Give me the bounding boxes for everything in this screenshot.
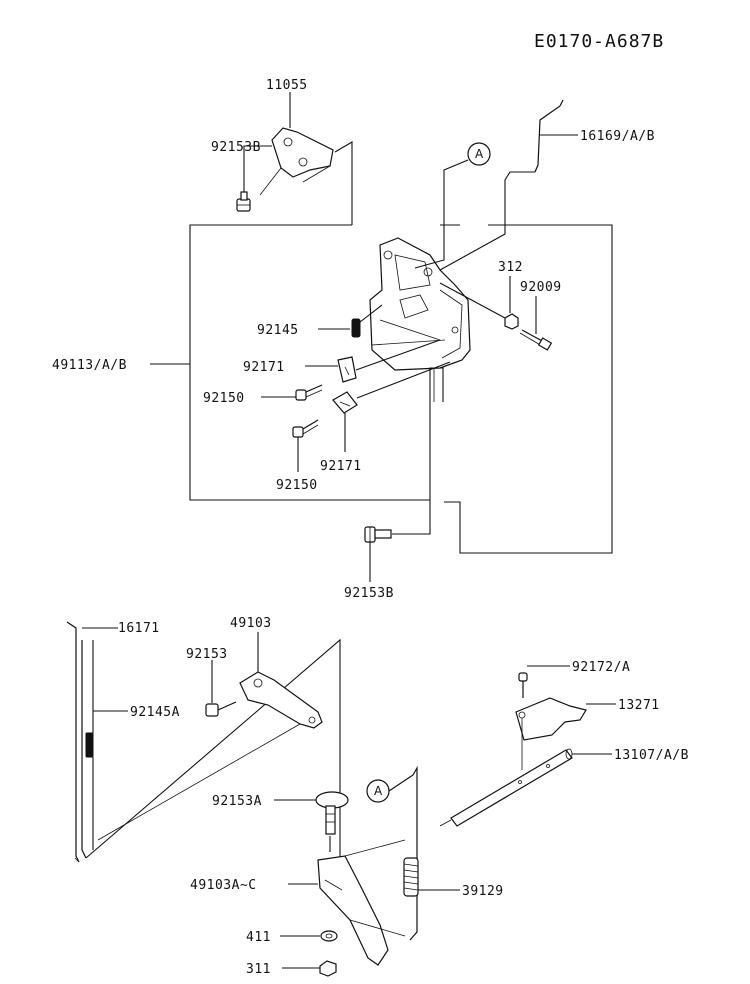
label-13107: 13107/A/B (614, 748, 689, 763)
bracket-11055[interactable] (259, 127, 353, 225)
screw-92150-b[interactable] (292, 419, 319, 438)
svg-text:A: A (475, 147, 484, 161)
lever-49103AC[interactable] (317, 765, 418, 966)
label-49113: 49113/A/B (52, 358, 127, 373)
label-311: 311 (246, 962, 271, 977)
label-49103: 49103 (230, 616, 272, 631)
label-92150-b: 92150 (276, 478, 318, 493)
arm-49103[interactable] (97, 671, 323, 841)
label-92009: 92009 (520, 280, 562, 295)
label-92145A: 92145A (130, 705, 180, 720)
bolt-92153[interactable] (205, 701, 237, 717)
label-92153: 92153 (186, 647, 228, 662)
spring-39129[interactable] (403, 857, 419, 897)
assembly-49113-box (150, 224, 613, 554)
label-13271: 13271 (618, 698, 660, 713)
nut-311[interactable] (319, 960, 337, 977)
spring-92145A[interactable] (85, 640, 94, 850)
callout-a-upper[interactable]: A (467, 142, 491, 166)
label-16171: 16171 (118, 621, 160, 636)
label-92145: 92145 (257, 323, 299, 338)
label-411: 411 (246, 930, 271, 945)
bolt-92153B-bottom[interactable] (364, 526, 392, 543)
label-92153A: 92153A (212, 794, 262, 809)
label-92172: 92172/A (572, 660, 630, 675)
label-92150-a: 92150 (203, 391, 245, 406)
label-16169: 16169/A/B (580, 129, 655, 144)
label-92153B-top: 92153B (211, 140, 261, 155)
rod-16169[interactable] (439, 99, 564, 271)
callout-a-lower[interactable]: A (366, 779, 390, 803)
clip-92171-b[interactable] (332, 391, 358, 414)
shaft-13107[interactable] (439, 748, 573, 827)
clip-92171-a[interactable] (337, 356, 357, 383)
label-49103AC: 49103A~C (190, 878, 257, 893)
governor-plate-49113[interactable] (369, 237, 471, 371)
label-92171-a: 92171 (243, 360, 285, 375)
svg-text:A: A (374, 784, 383, 798)
label-92171-b: 92171 (320, 459, 362, 474)
bolt-92153A[interactable] (315, 791, 349, 852)
washer-411[interactable] (320, 930, 338, 942)
nut-312[interactable] (504, 313, 519, 330)
bolt-92153B-top[interactable] (236, 191, 251, 212)
diagram-code: E0170‑A687B (534, 31, 664, 52)
screw-92172[interactable] (518, 672, 528, 698)
label-11055: 11055 (266, 78, 308, 93)
spring-92145[interactable] (351, 318, 361, 338)
screw-92150-a[interactable] (295, 384, 323, 401)
rod-16171[interactable] (66, 621, 87, 863)
label-39129: 39129 (462, 884, 504, 899)
label-312: 312 (498, 260, 523, 275)
label-92153B-bottom: 92153B (344, 586, 394, 601)
plate-13271[interactable] (515, 697, 587, 770)
bolt-92009[interactable] (519, 329, 553, 351)
